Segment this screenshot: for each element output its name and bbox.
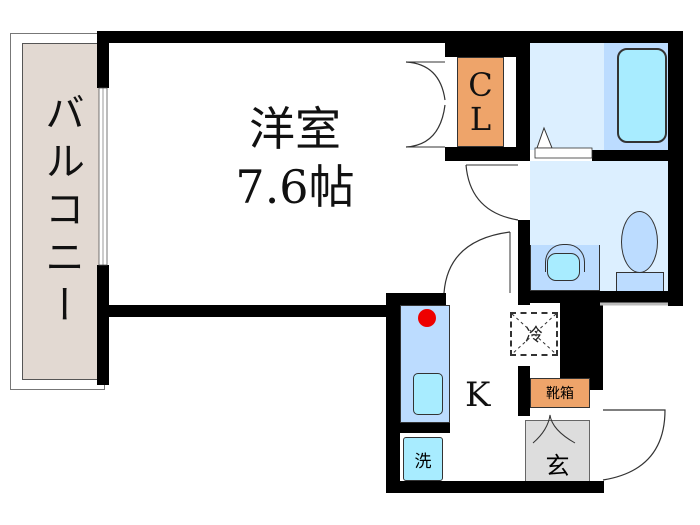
wall-room-bottom bbox=[97, 305, 397, 317]
fridge-label: 冷 bbox=[525, 325, 543, 346]
bathtub-icon bbox=[617, 48, 667, 143]
wall-right bbox=[668, 31, 683, 306]
wall-closet-bottom bbox=[445, 147, 530, 161]
shoe-box-label: 靴箱 bbox=[546, 386, 574, 402]
balcony-label: バルコニー bbox=[38, 91, 84, 332]
wall-counter-divider bbox=[400, 423, 450, 433]
western-room-name: 洋室 bbox=[249, 102, 341, 156]
wall-top bbox=[97, 31, 683, 43]
fridge-space: 冷 bbox=[510, 312, 558, 356]
wall-entrance-right bbox=[590, 378, 603, 390]
shoe-box: 靴箱 bbox=[530, 378, 590, 408]
wall-left-upper bbox=[97, 31, 109, 88]
washbasin-icon bbox=[547, 253, 580, 281]
washer-space: 洗 bbox=[403, 437, 443, 481]
wall-kitchen-right bbox=[560, 303, 603, 378]
wall-closet-frame bbox=[445, 43, 516, 57]
wall-kitchen-top bbox=[386, 293, 446, 305]
wall-kitchen-bottom bbox=[386, 481, 604, 493]
toilet-bowl-icon bbox=[621, 211, 658, 273]
wall-bath-divider bbox=[516, 31, 530, 161]
closet: C L bbox=[457, 57, 504, 147]
balcony-area bbox=[22, 43, 100, 380]
entrance-area: 玄 bbox=[525, 420, 590, 492]
wall-toilet-bottom bbox=[518, 291, 683, 303]
closet-label-l: L bbox=[469, 100, 492, 138]
wall-bath-bottom bbox=[592, 150, 683, 161]
wall-toilet-left bbox=[518, 220, 530, 305]
kitchen-label: K bbox=[465, 375, 491, 415]
kitchen-sink-icon bbox=[413, 373, 443, 415]
washer-label: 洗 bbox=[414, 451, 432, 472]
wall-kitchen-left bbox=[386, 293, 400, 493]
western-room-label: 洋室 7.6帖 bbox=[180, 100, 410, 216]
wall-left-lower bbox=[97, 265, 109, 385]
western-room-size: 7.6帖 bbox=[235, 160, 355, 214]
stove-icon bbox=[418, 309, 436, 327]
entrance-label: 玄 bbox=[545, 451, 570, 480]
closet-label-c: C bbox=[468, 66, 493, 104]
wall-shoebox-left bbox=[518, 366, 530, 416]
